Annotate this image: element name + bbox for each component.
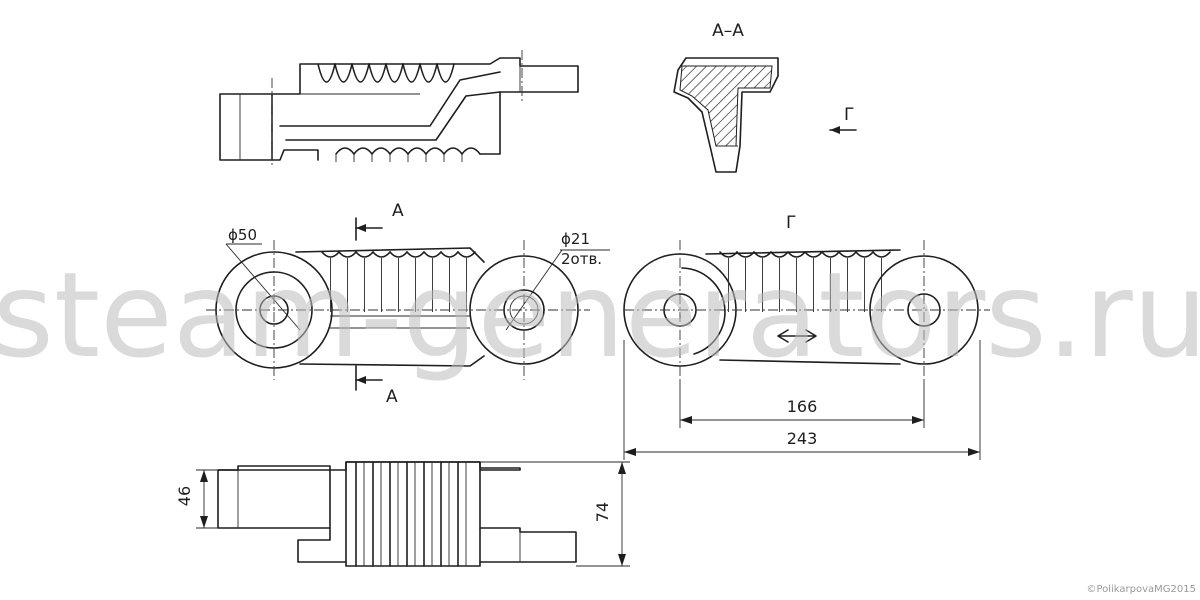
front-view: 46 74 [175, 461, 630, 567]
plan-view-left: ϕ50 ϕ21 2отв. А А [206, 201, 610, 407]
plan-view-g: Г 166 243 [623, 213, 990, 460]
rib-scallop [338, 251, 357, 258]
dimension-243: 243 [787, 429, 818, 448]
copyright-text: ©PolikarpovaMG2015 [1086, 584, 1196, 595]
cut-label-bottom: А [386, 387, 398, 407]
rib-scallop [461, 147, 481, 155]
rib-scallop [821, 251, 840, 258]
rib-scallop [407, 147, 427, 155]
dimension-74: 74 [593, 502, 612, 522]
rib-scallop [335, 147, 355, 155]
rib-scallop [371, 147, 391, 155]
rib-scallop [753, 251, 772, 258]
rib-scallop [317, 63, 336, 83]
rib-scallop [436, 63, 455, 83]
rib-scallop [334, 63, 353, 83]
rib-scallop [425, 147, 445, 155]
diameter-large-label: ϕ50 [228, 226, 257, 244]
plan-ribs-right [719, 251, 891, 312]
view-label-plan: Г [786, 213, 796, 233]
section-label: А–А [712, 21, 744, 41]
dimension-46: 46 [175, 486, 194, 506]
rib-scallop [419, 63, 438, 83]
front-view-ribs [355, 461, 467, 567]
rib-scallop [443, 147, 463, 155]
rib-scallop [423, 251, 442, 258]
rib-scallop [872, 251, 891, 258]
watermark-text: steam-generators.ru [0, 246, 1200, 384]
rib-scallop [770, 251, 789, 258]
cut-label-top: А [392, 201, 404, 221]
rib-scallop [389, 251, 408, 258]
rib-scallop [719, 251, 738, 258]
rib-scallop [372, 251, 391, 258]
rib-scallop [355, 251, 374, 258]
rib-scallop [804, 251, 823, 258]
plan-ribs-left [321, 251, 476, 312]
rib-scallop [855, 251, 874, 258]
rib-scallop [402, 63, 421, 83]
rib-scallop [368, 63, 387, 83]
rib-scallop [385, 63, 404, 83]
rib-scallop [457, 251, 476, 258]
rib-scallop [440, 251, 459, 258]
rib-scallop [353, 147, 373, 155]
view-label-top: Г [844, 105, 854, 125]
rib-scallop [736, 251, 755, 258]
rib-scallop [389, 147, 409, 155]
holes-note-label: 2отв. [561, 250, 602, 268]
rib-scallop [787, 251, 806, 258]
diameter-small-label: ϕ21 [561, 230, 590, 248]
rib-scallop [838, 251, 857, 258]
side-view [219, 50, 579, 168]
side-view-ribs-lower [335, 147, 481, 162]
section-a-a: А–А [673, 21, 779, 173]
view-arrow: Г [829, 105, 857, 134]
dimension-166: 166 [787, 397, 818, 416]
side-view-ribs [317, 63, 455, 83]
rib-scallop [321, 251, 340, 258]
rib-scallop [351, 63, 370, 83]
rib-scallop [406, 251, 425, 258]
